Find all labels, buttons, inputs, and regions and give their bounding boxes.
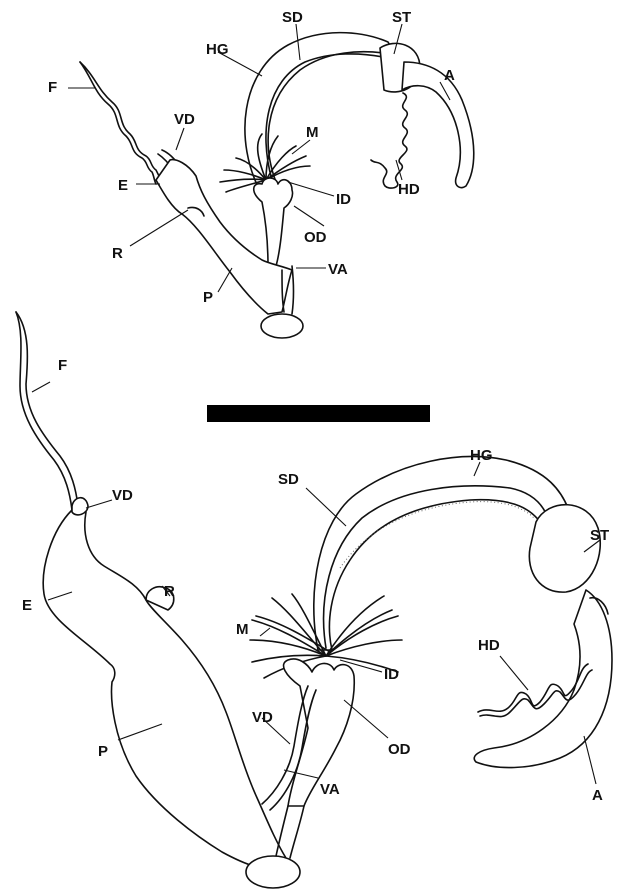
top-label-VA: VA — [328, 261, 348, 278]
top-label-HG: HG — [206, 41, 229, 58]
bottom-label-F: F — [58, 357, 67, 374]
bottom-flagellum — [16, 312, 78, 506]
bottom-label-ST: ST — [590, 527, 609, 544]
top-oviduct — [254, 178, 293, 266]
top-albumen-gland — [402, 62, 474, 188]
bottom-atrium — [246, 856, 300, 888]
top-label-VD: VD — [174, 111, 195, 128]
bottom-label-SD: SD — [278, 471, 299, 488]
bottom-albumen-gland — [474, 590, 612, 768]
bottom-label-VA: VA — [320, 781, 340, 798]
top-atrium — [261, 314, 303, 338]
bottom-label-P: P — [98, 743, 108, 760]
top-flagellum — [80, 62, 162, 182]
bottom-label-HG: HG — [470, 447, 493, 464]
bottom-label-M: M — [236, 621, 249, 638]
top-label-SD: SD — [282, 9, 303, 26]
top-label-F: F — [48, 79, 57, 96]
top-hermaphrodite-duct — [371, 93, 407, 188]
bottom-label-HD: HD — [478, 637, 500, 654]
bottom-vagina — [276, 806, 288, 856]
top-label-ID: ID — [336, 191, 351, 208]
bottom-label-VD2: VD — [252, 709, 273, 726]
bottom-label-E: E — [22, 597, 32, 614]
bottom-label-A: A — [592, 787, 603, 804]
bottom-label-R: R — [164, 583, 175, 600]
bottom-specimen: F VD E R P VD VA M SD HG ST HD ID OD A — [16, 312, 612, 888]
bottom-label-OD: OD — [388, 741, 411, 758]
top-label-HD: HD — [398, 181, 420, 198]
top-specimen: F VD E R P VA HG SD ST A M HD ID OD — [48, 9, 474, 338]
top-label-OD: OD — [304, 229, 327, 246]
bottom-label-VD: VD — [112, 487, 133, 504]
bottom-penis — [43, 510, 286, 868]
top-label-E: E — [118, 177, 128, 194]
top-label-R: R — [112, 245, 123, 262]
bottom-oviduct — [284, 659, 355, 806]
top-label-A: A — [444, 67, 455, 84]
top-label-M: M — [306, 124, 319, 141]
top-label-ST: ST — [392, 9, 411, 26]
top-label-P: P — [203, 289, 213, 306]
scale-bar — [207, 405, 430, 422]
bottom-label-ID: ID — [384, 666, 399, 683]
